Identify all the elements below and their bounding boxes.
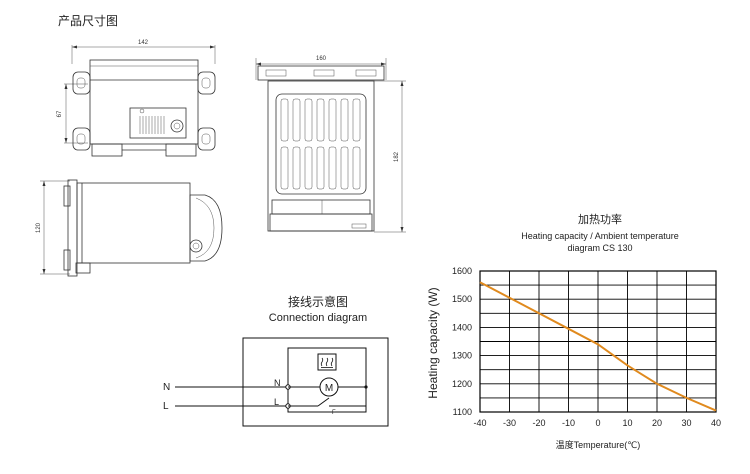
grille-slot <box>304 146 313 190</box>
grille-slot <box>280 146 289 190</box>
chart-x-tick-label: -30 <box>503 418 516 428</box>
grille-slot <box>340 98 349 142</box>
grille-view-drawing: 160 182 <box>255 56 406 233</box>
chart-x-tick-label: -10 <box>562 418 575 428</box>
chart-x-tick-label: -20 <box>532 418 545 428</box>
supply-label-l: L <box>163 401 169 412</box>
side-view-drawing: 120 <box>36 179 223 277</box>
chart-y-tick-label: 1200 <box>452 379 472 389</box>
chart-y-tick-label: 1300 <box>452 351 472 361</box>
thermostat-symbol: F <box>332 410 336 416</box>
chart-y-tick-label: 1500 <box>452 294 472 304</box>
motor-symbol: M <box>325 383 333 394</box>
dim-top-height: 182 <box>394 151 400 162</box>
chart-title-line2: diagram CS 130 <box>567 243 632 253</box>
chart-y-tick-label: 1100 <box>453 407 472 417</box>
dim-top-width: 160 <box>316 56 327 62</box>
grille-slots <box>280 98 361 190</box>
grille-slot <box>304 98 313 142</box>
dim-side-height: 120 <box>36 222 42 233</box>
chart-x-tick-label: 30 <box>681 418 691 428</box>
heating-capacity-chart: 1100 1200 1300 1400 1500 1600 -40 -30 -20 -10 0 10 2… <box>452 266 721 428</box>
grille-slot <box>316 146 325 190</box>
dim-front-height: 67 <box>57 110 63 117</box>
chart-x-tick-label: 40 <box>711 418 721 428</box>
connection-diagram: N L N L M F <box>163 337 389 427</box>
front-view-drawing: 142 67 <box>57 40 216 157</box>
supply-label-n: N <box>163 382 170 393</box>
grille-slot <box>352 98 361 142</box>
grille-slot <box>328 98 337 142</box>
chart-x-tick-label: 20 <box>652 418 662 428</box>
chart-title-line1: Heating capacity / Ambient temperature <box>521 231 679 241</box>
chart-x-axis-label: 温度Temperature(℃) <box>556 439 641 450</box>
wiring-title-cn: 接线示意图 <box>288 294 348 309</box>
chart-y-axis-label: Heating capacity (W) <box>426 287 440 398</box>
grille-slot <box>280 98 289 142</box>
grille-slot <box>292 98 301 142</box>
thermostat-switch-icon <box>317 397 330 407</box>
chart-series-line <box>479 281 717 412</box>
grille-slot <box>316 98 325 142</box>
chart-x-tick-label: 10 <box>622 418 632 428</box>
terminal-label-l: L <box>274 397 279 407</box>
grille-slot <box>292 146 301 190</box>
chart-y-tick-label: 1600 <box>452 266 472 276</box>
grille-slot <box>328 146 337 190</box>
wiring-title-en: Connection diagram <box>269 312 367 324</box>
grille-slot <box>340 146 349 190</box>
terminal-label-n: N <box>274 378 281 388</box>
dim-front-width: 142 <box>138 40 149 46</box>
page-title: 产品尺寸图 <box>58 14 118 28</box>
grille-slot <box>352 146 361 190</box>
chart-title-cn: 加热功率 <box>578 212 622 226</box>
thermostat-knob-icon <box>170 119 184 133</box>
chart-y-tick-label: 1400 <box>452 322 472 332</box>
chart-x-tick-label: -40 <box>473 418 486 428</box>
chart-x-tick-label: 0 <box>595 418 600 428</box>
